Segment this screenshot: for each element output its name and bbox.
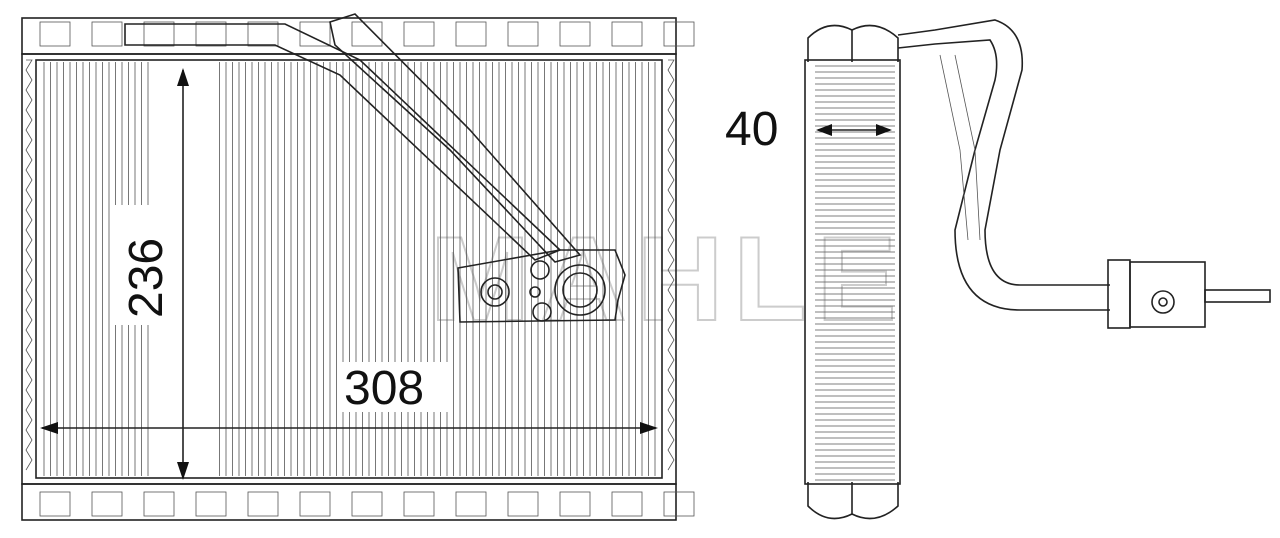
header-tab <box>39 491 71 517</box>
side-top-tank <box>807 24 899 62</box>
front-view: 236 308 <box>21 13 695 521</box>
side-plate-right <box>667 59 675 471</box>
header-tab <box>611 491 643 517</box>
top-header-tank <box>21 17 677 55</box>
header-tab <box>39 21 71 47</box>
header-tab <box>455 21 487 47</box>
header-tab <box>507 491 539 517</box>
header-tab <box>91 491 123 517</box>
header-tab <box>663 491 695 517</box>
header-tab <box>559 21 591 47</box>
side-pipe-inner <box>897 39 1110 311</box>
header-tab <box>403 21 435 47</box>
expansion-valve <box>457 249 626 323</box>
width-dimension-label: 308 <box>344 362 424 415</box>
header-tab <box>507 21 539 47</box>
side-bottom-tank <box>807 482 899 520</box>
bottom-header-tank <box>21 483 677 521</box>
side-plate-left <box>25 59 33 471</box>
header-tab <box>611 21 643 47</box>
height-dimension-label: 236 <box>120 238 173 318</box>
header-tab <box>351 491 383 517</box>
valve-body <box>1129 261 1206 328</box>
header-tab <box>455 491 487 517</box>
header-tab <box>143 491 175 517</box>
side-view: 40 <box>725 19 1271 520</box>
header-tab <box>195 491 227 517</box>
header-tab <box>91 21 123 47</box>
header-tab <box>299 491 331 517</box>
side-pipe-outer <box>897 19 1110 286</box>
header-tab <box>559 491 591 517</box>
depth-dimension-label: 40 <box>725 103 778 156</box>
header-tab <box>247 491 279 517</box>
header-tab <box>247 21 279 47</box>
header-tab <box>663 21 695 47</box>
side-plates <box>25 59 675 471</box>
header-tab <box>195 21 227 47</box>
pipe-inlet <box>329 13 582 263</box>
header-tab <box>299 21 331 47</box>
header-tab <box>351 21 383 47</box>
valve-flange <box>1107 259 1131 329</box>
header-tabs <box>39 21 695 517</box>
header-tab <box>143 21 175 47</box>
header-tab <box>403 491 435 517</box>
valve-stem <box>1204 289 1271 303</box>
pipe-outlet <box>124 23 562 261</box>
